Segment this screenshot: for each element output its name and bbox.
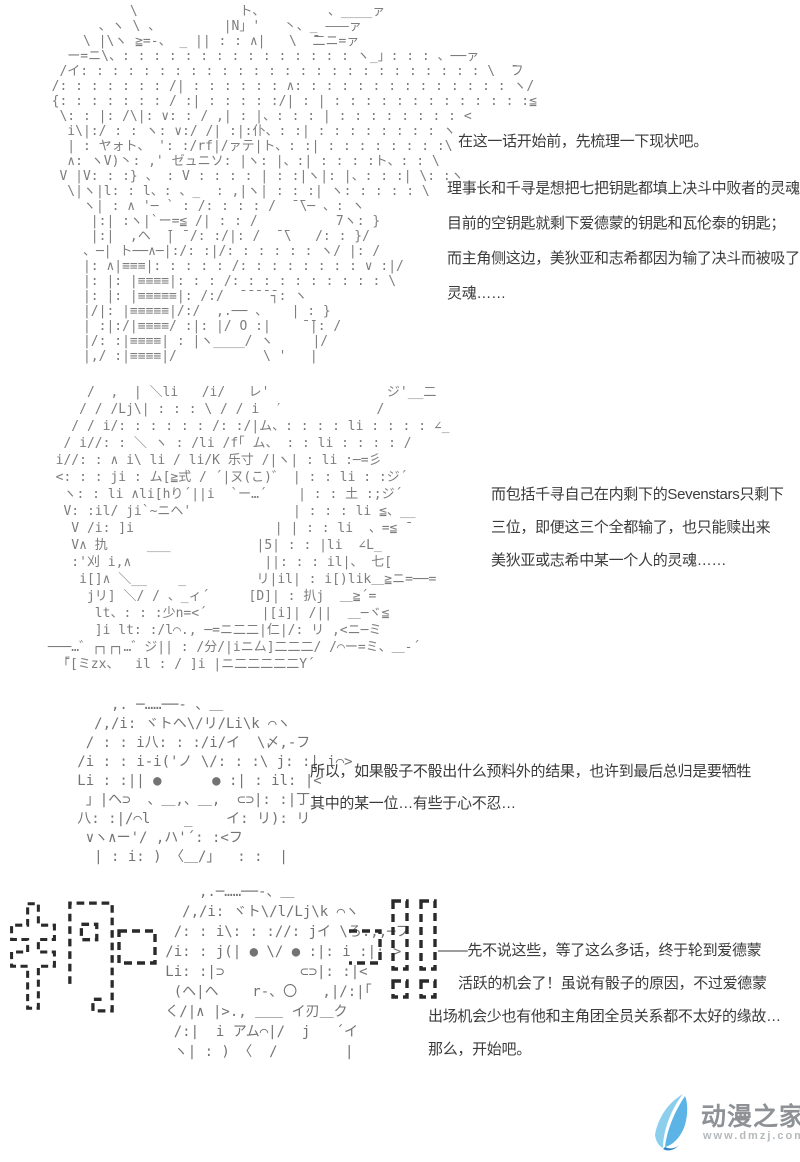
shout-glyph-tsuki (68, 901, 114, 1013)
narration-line: 那么，开始吧。 (428, 1041, 531, 1058)
narration-line: 其中的某一位…有些于心不忍… (310, 795, 516, 812)
ascii-art-shouting-chibi: ,.─……──-、＿ /,/i: ヾト\/l/Lj\k ⌒ヽ /: : i\: … (165, 884, 410, 1060)
narration-line: 理事长和千寻是想把七把钥匙都填上决斗中败者的灵魂， (447, 180, 800, 197)
narration-line: 而主角侧这边，美狄亚和志希都因为输了决斗而被吸了 (447, 250, 800, 267)
narration-line: 所以，如果骰子不骰出什么预料外的结果，也许到最后总归是要牺牲 (310, 763, 752, 780)
narration-line: 三位，即便这三个全都输了，也只能赎出来 (491, 519, 771, 536)
shout-glyph-double-exclamation (391, 899, 437, 999)
shout-glyph-ko (349, 929, 382, 965)
narration-paragraph-2: 而包括千寻自己在内剩下的Sevenstars只剩下 三位，即便这三个全都输了，也… (491, 483, 784, 582)
narration-line: 美狄亚或志希中某一个人的灵魂…… (491, 552, 727, 569)
narration-paragraph-4: ——先不说这些，等了这么多话，终于轮到爱德蒙 活跃的机会了！虽说有骰子的原因，不… (428, 939, 781, 1071)
ascii-art-long-haired-character: / , | ＼li /i/ レ' ジ'__二 / / /Lj\| : : : \… (47, 385, 450, 672)
narration-line: 灵魂…… (447, 285, 506, 302)
watermark: 动漫之家 www.dmzj.com (653, 1093, 800, 1155)
narration-paragraph-3: 所以，如果骰子不骰出什么预料外的结果，也许到最后总归是要牺牲 其中的某一位…有些… (310, 760, 751, 824)
narration-paragraph-1: 在这一话开始前，先梳理一下现状吧。 理事长和千寻是想把七把钥匙都填上决斗中败者的… (447, 130, 800, 317)
narration-line: 在这一话开始前，先梳理一下现状吧。 (458, 133, 708, 150)
watermark-site-name: 动漫之家 (701, 1103, 800, 1131)
narration-line: 出场机会少也有他和主角团全员关系都不太好的缘故… (428, 1008, 781, 1025)
wing-icon (655, 1094, 688, 1151)
narration-line: 目前的空钥匙就剩下爱德蒙的钥匙和瓦伦泰的钥匙； (447, 215, 786, 232)
shout-glyph-ki (10, 902, 56, 1010)
narration-line: 而包括千寻自己在内剩下的Sevenstars只剩下 (491, 486, 784, 503)
narration-line: ——先不说这些，等了这么多话，终于轮到爱德蒙 (438, 942, 762, 959)
ascii-art-chibi-character: ,. ─……──- 、＿ /,/i: ヾトヘ\/リ/Li\k ⌒ヽ / : : … (77, 697, 353, 865)
watermark-site-url: www.dmzj.com (703, 1130, 800, 1142)
narration-line: 活跃的机会了！虽说有骰子的原因，不过爱德蒙 (458, 975, 767, 992)
shout-glyph-dash-left (117, 929, 157, 965)
ascii-art-spiky-hair-character: \ ト、 、____ァ 、ヽ \ 、 |N」' 丶、_ ―――ァ \ |\ヽ ≧… (51, 4, 537, 364)
